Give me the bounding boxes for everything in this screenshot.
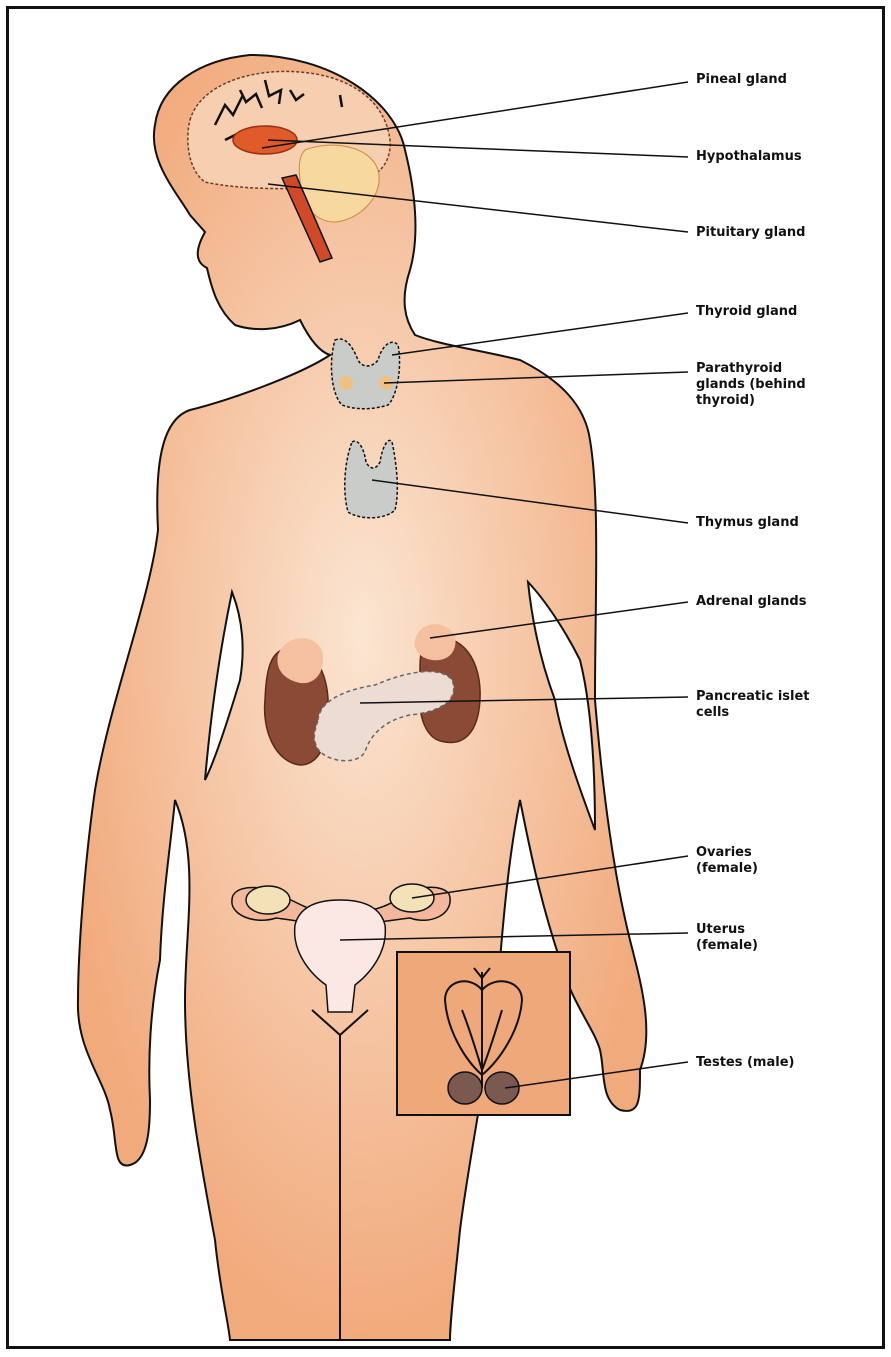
label-hypothalamus: Hypothalamus: [696, 149, 802, 165]
label-uterus: Uterus (female): [696, 922, 758, 954]
label-pancreatic-islet-cells: Pancreatic islet cells: [696, 689, 810, 721]
adrenal-gland: [415, 624, 456, 660]
testis: [448, 1072, 482, 1104]
testis: [485, 1072, 519, 1104]
label-adrenal-glands: Adrenal glands: [696, 594, 806, 610]
label-thyroid-gland: Thyroid gland: [696, 304, 797, 320]
label-pituitary-gland: Pituitary gland: [696, 225, 805, 241]
label-pineal-gland: Pineal gland: [696, 72, 787, 88]
label-thymus-gland: Thymus gland: [696, 515, 799, 531]
hypothalamus: [233, 126, 297, 154]
parathyroid-gland: [339, 376, 353, 390]
ovary: [246, 886, 290, 914]
label-parathyroid-glands: Parathyroid glands (behind thyroid): [696, 361, 806, 409]
label-ovaries: Ovaries (female): [696, 845, 758, 877]
label-testes: Testes (male): [696, 1055, 794, 1071]
